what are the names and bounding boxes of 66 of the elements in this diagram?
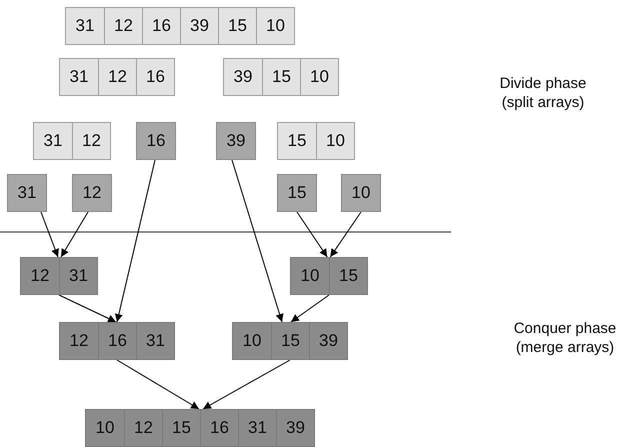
- array-value: 16: [136, 59, 174, 95]
- array-value: 31: [68, 66, 90, 88]
- array-box: [65, 7, 295, 45]
- array-value: 10: [256, 8, 294, 44]
- array-box: [232, 322, 348, 360]
- arrow: [40, 212, 59, 258]
- array-value: 12: [68, 330, 90, 352]
- array-value: 15: [262, 59, 300, 95]
- array-value: 31: [16, 182, 38, 204]
- array-box: [223, 58, 339, 96]
- element-box: [216, 122, 256, 160]
- element-box: [341, 174, 381, 212]
- array-value: 39: [226, 130, 246, 152]
- array-value: 16: [200, 410, 238, 446]
- phase-label: Conquer phase (merge arrays): [512, 319, 618, 357]
- arrow: [60, 212, 88, 258]
- array-box: [85, 409, 315, 447]
- array-box: [20, 257, 98, 295]
- arrow: [330, 212, 362, 258]
- array-value: 12: [104, 8, 142, 44]
- array-value: 39: [276, 410, 314, 446]
- array-value: 10: [242, 330, 262, 352]
- array-value: 15: [286, 130, 308, 152]
- array-box: [277, 122, 355, 160]
- array-value: 39: [309, 323, 347, 359]
- array-value: 31: [136, 323, 174, 359]
- array-value: 15: [329, 258, 367, 294]
- arrow: [58, 294, 116, 322]
- array-value: 16: [146, 130, 166, 152]
- array-value: 10: [316, 123, 354, 159]
- array-value: 31: [74, 15, 96, 37]
- array-box: [59, 58, 175, 96]
- array-value: 12: [30, 265, 50, 287]
- array-value: 15: [271, 323, 309, 359]
- array-box: [290, 257, 368, 295]
- array-value: 15: [162, 410, 200, 446]
- array-value: 12: [82, 182, 102, 204]
- array-box: [33, 122, 111, 160]
- arrow: [232, 160, 284, 322]
- arrow: [202, 360, 290, 410]
- array-value: 10: [94, 417, 116, 439]
- array-value: 16: [142, 8, 180, 44]
- array-value: 31: [238, 410, 276, 446]
- array-value: 12: [72, 123, 110, 159]
- element-box: [72, 174, 112, 212]
- array-value: 10: [300, 59, 338, 95]
- array-value: 31: [42, 130, 64, 152]
- array-value: 15: [286, 182, 308, 204]
- arrow: [290, 294, 330, 322]
- phase-label: Divide phase (split arrays): [498, 74, 588, 112]
- array-box: [59, 322, 175, 360]
- arrow: [116, 360, 200, 410]
- array-value: 12: [98, 59, 136, 95]
- arrow: [114, 160, 156, 322]
- array-value: 10: [300, 265, 320, 287]
- array-value: 31: [59, 258, 97, 294]
- element-box: [7, 174, 47, 212]
- array-value: 10: [350, 182, 372, 204]
- array-value: 16: [98, 323, 136, 359]
- array-value: 12: [124, 410, 162, 446]
- array-value: 15: [218, 8, 256, 44]
- arrow: [296, 212, 328, 258]
- array-value: 39: [232, 66, 254, 88]
- element-box: [277, 174, 317, 212]
- element-box: [136, 122, 176, 160]
- array-value: 39: [180, 8, 218, 44]
